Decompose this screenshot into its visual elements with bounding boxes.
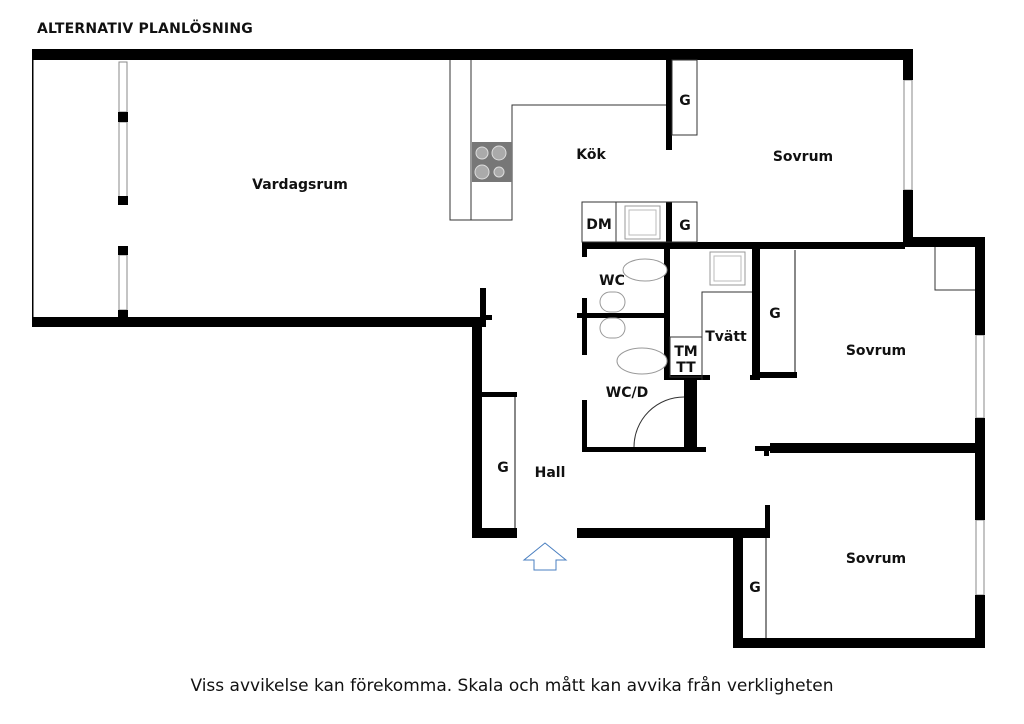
walls — [32, 49, 985, 648]
closet-doors — [514, 250, 796, 638]
bathroom-fixtures — [599, 258, 685, 448]
closet-label: G — [749, 580, 761, 596]
room-label-kok: Kök — [576, 147, 606, 163]
plan-title: ALTERNATIV PLANLÖSNING — [37, 21, 253, 37]
toilet-icon — [616, 347, 668, 375]
washbasin-icon — [599, 291, 626, 313]
closet-label: G — [679, 93, 691, 109]
shower-door-arc — [633, 396, 685, 448]
washing-machine-label: TM — [674, 344, 697, 360]
closet-label: G — [769, 306, 781, 322]
kitchen-sink-icon — [624, 205, 661, 240]
windows — [118, 61, 985, 596]
room-label-wcd: WC/D — [606, 385, 648, 401]
room-label-wc: WC — [599, 273, 625, 289]
room-label-sovrum-bottom: Sovrum — [846, 551, 906, 567]
room-label-vardagsrum: Vardagsrum — [252, 177, 348, 193]
toilet-icon — [622, 258, 668, 282]
washbasin-icon — [599, 317, 626, 339]
room-label-sovrum-top: Sovrum — [773, 149, 833, 165]
closet-label: G — [679, 218, 691, 234]
entry-arrow-icon — [522, 542, 568, 571]
dryer-label: TT — [676, 360, 696, 376]
dishwasher-label: DM — [586, 217, 612, 233]
kitchen-counter — [449, 59, 975, 380]
disclaimer-text: Viss avvikelse kan förekomma. Skala och … — [190, 676, 834, 696]
laundry-sink-icon — [709, 251, 746, 286]
closet-label: G — [497, 460, 509, 476]
room-label-sovrum-mid: Sovrum — [846, 343, 906, 359]
room-label-hall: Hall — [535, 465, 566, 481]
room-label-tvatt: Tvätt — [705, 329, 747, 345]
